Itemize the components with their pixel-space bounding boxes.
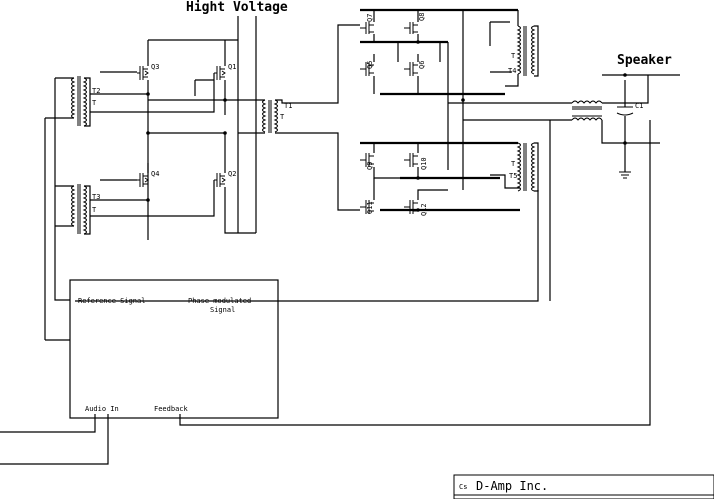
label-t2a: T2	[92, 87, 100, 95]
title-block	[453, 474, 714, 499]
right-bridge-upper	[360, 8, 518, 100]
label-t4a: T	[511, 52, 516, 60]
label-q10: Q10	[420, 157, 428, 170]
label-t1b: T	[280, 113, 285, 121]
label-q6: Q6	[418, 61, 426, 69]
controller-reference-label: Reference Signal	[78, 297, 145, 305]
output-stage	[75, 74, 680, 426]
speaker-label: Speaker	[617, 53, 672, 68]
label-t2b: T	[92, 99, 97, 107]
label-q2: Q2	[228, 170, 236, 178]
label-q4: Q4	[151, 170, 159, 178]
label-t5a: T	[511, 160, 516, 168]
wire-ref-b	[54, 78, 70, 301]
label-t3a: T3	[92, 193, 100, 201]
label-q9: Q9	[366, 162, 374, 170]
transformer-t2	[55, 76, 91, 127]
transformer-t4	[505, 10, 539, 87]
diagram-title: Hight Voltage	[186, 0, 288, 15]
label-t3b: T	[92, 206, 97, 214]
audio-in-wire-a	[0, 414, 96, 433]
label-t4b: T4	[508, 67, 516, 75]
wire-ref-a	[44, 117, 55, 340]
controller-feedback-label: Feedback	[154, 405, 189, 413]
controller-phase-label-2: Signal	[210, 306, 235, 314]
transformer-t3	[55, 184, 91, 235]
transformer-t5	[516, 142, 539, 192]
label-t5b: T5	[509, 172, 517, 180]
left-bridge-lower	[90, 132, 265, 234]
label-q5: Q5	[366, 61, 374, 69]
label-q1: Q1	[228, 63, 236, 71]
controller-audio-in-label: Audio In	[85, 405, 119, 413]
title-block-company: D-Amp Inc.	[476, 479, 548, 493]
label-q12: Q12	[420, 203, 428, 216]
label-q7: Q7	[366, 14, 374, 22]
label-q11: Q11	[366, 201, 374, 214]
junction-dots	[146, 40, 627, 212]
right-bridge-lower	[360, 82, 520, 214]
title-block-logo: Cs	[459, 483, 467, 491]
label-q8: Q8	[418, 13, 426, 21]
left-bridge-upper	[90, 39, 265, 240]
controller-box	[69, 279, 279, 419]
label-c1: C1	[635, 102, 643, 110]
audio-in-wire-b	[0, 414, 109, 465]
label-t1a: T1	[284, 102, 292, 110]
label-q3: Q3	[151, 63, 159, 71]
controller-phase-label: Phase modulated	[188, 297, 251, 305]
transformer-t1	[262, 24, 360, 211]
